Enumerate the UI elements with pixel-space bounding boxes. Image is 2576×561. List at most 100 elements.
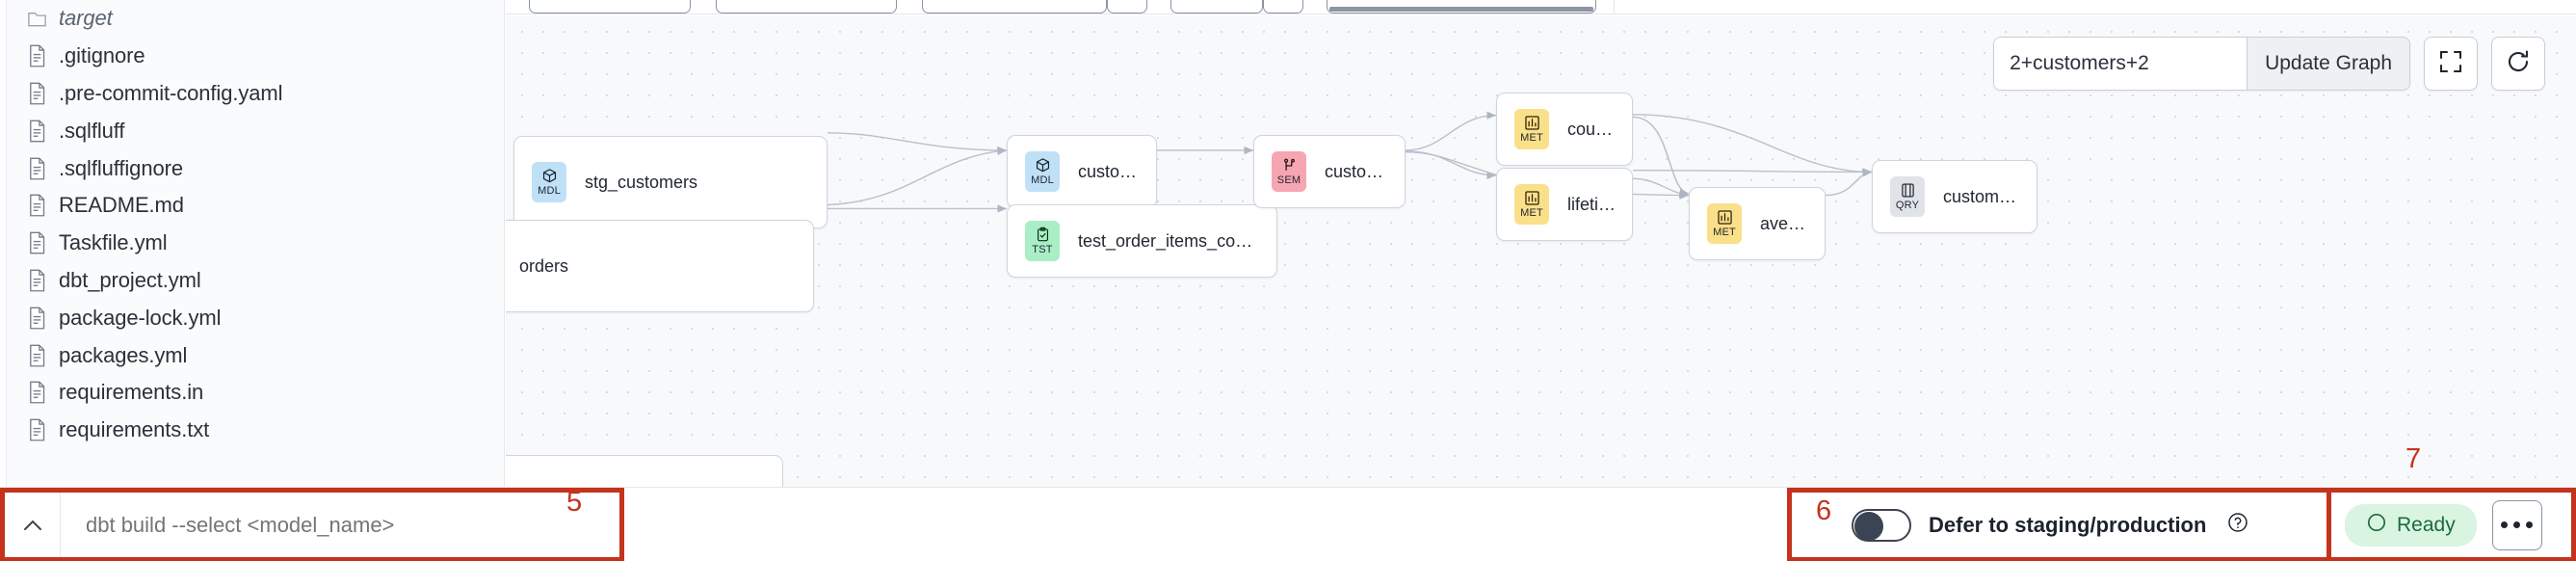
defer-label: Defer to staging/production <box>1929 512 2207 537</box>
saved-query-icon: QRY <box>1890 176 1925 217</box>
bottom-command-bar: Defer to staging/production Ready <box>0 487 2576 561</box>
file-tree-item[interactable]: requirements.txt <box>0 412 504 449</box>
question-circle-icon[interactable] <box>2227 512 2248 538</box>
node-badge-text: TST <box>1032 244 1053 255</box>
node-badge-text: MDL <box>1031 174 1054 186</box>
graph-node-customers_sem[interactable]: SEM customers <box>1253 135 1406 208</box>
test-clipboard-icon: TST <box>1025 221 1060 261</box>
node-badge-text: MET <box>1520 207 1543 219</box>
tab-2[interactable] <box>716 0 897 13</box>
graph-node-label: stg_customers <box>585 172 698 192</box>
metric-bars-icon: MET <box>1514 109 1549 149</box>
tab-1[interactable] <box>529 0 691 13</box>
file-tree-item[interactable]: requirements.in <box>0 374 504 412</box>
graph-node-label: lifetime_spend_pretax <box>1567 194 1617 214</box>
graph-node-orders[interactable]: MDLorders <box>506 220 814 312</box>
defer-toggle[interactable] <box>1852 508 1911 542</box>
file-tree-item-label: .pre-commit-config.yaml <box>59 80 283 105</box>
file-tree-item-label: README.md <box>59 193 184 218</box>
file-tree-item[interactable]: README.md <box>0 187 504 225</box>
metric-bars-icon: MET <box>1707 203 1742 244</box>
file-tree-item[interactable]: packages.yml <box>0 336 504 374</box>
file-tree-item-label: .gitignore <box>59 43 145 68</box>
defer-toggle-knob <box>1854 511 1883 541</box>
graph-node-partial[interactable] <box>506 455 783 487</box>
model-cube-icon: MDL <box>532 162 566 202</box>
graph-node-label: customers <box>1078 161 1141 181</box>
file-icon <box>26 306 48 331</box>
file-tree-item-label: .sqlfluff <box>59 118 125 143</box>
file-icon <box>26 230 48 255</box>
file-tree-item[interactable]: .pre-commit-config.yaml <box>0 75 504 113</box>
model-cube-icon: MDL <box>1025 151 1060 192</box>
command-input-group <box>0 488 624 561</box>
graph-controls: Update Graph <box>1993 37 2545 91</box>
more-options-button[interactable] <box>2491 499 2542 550</box>
file-icon <box>26 119 48 144</box>
file-icon <box>26 193 48 218</box>
graph-node-label: customer_order_metrics <box>1943 186 2021 206</box>
file-list: target .gitignore .pre-commit-config.yaml.… <box>0 0 504 449</box>
file-explorer-panel: target .gitignore .pre-commit-config.yaml.… <box>0 0 505 487</box>
editor-tabstrip <box>506 0 2576 14</box>
file-icon <box>26 81 48 106</box>
graph-node-stg_customers[interactable]: MDL stg_customers <box>513 136 828 228</box>
tab-3[interactable] <box>922 0 1107 13</box>
status-circle-icon <box>2366 512 2387 538</box>
node-badge-text: QRY <box>1895 200 1920 211</box>
file-tree-item[interactable]: dbt_project.yml <box>0 262 504 300</box>
tab-4-close[interactable] <box>1263 0 1303 13</box>
lineage-graph-canvas[interactable]: Update Graph <box>506 15 2576 487</box>
tab-5-active[interactable] <box>1327 0 1596 13</box>
refresh-graph-button[interactable] <box>2491 37 2545 91</box>
file-tree-item[interactable]: package-lock.yml <box>0 299 504 336</box>
lineage-edges <box>813 111 1873 213</box>
graph-node-label: customers <box>1325 161 1389 181</box>
dbt-selector-input[interactable] <box>1994 38 2247 90</box>
tabstrip-divider <box>1614 0 1615 13</box>
file-explorer-rail <box>0 0 7 487</box>
tab-4[interactable] <box>1170 0 1263 13</box>
more-horizontal-icon <box>2501 521 2534 528</box>
expand-fullscreen-icon <box>2438 49 2463 79</box>
chevron-up-icon[interactable] <box>5 493 61 557</box>
file-icon <box>26 156 48 181</box>
semantic-model-icon: SEM <box>1272 151 1306 192</box>
file-tree-item-label: target <box>59 6 113 31</box>
node-badge-text: SEM <box>1276 174 1301 186</box>
file-icon <box>26 343 48 368</box>
file-tree-item-label: package-lock.yml <box>59 305 222 330</box>
graph-node-cust_metrics[interactable]: QRY customer_order_metrics <box>1872 160 2037 233</box>
dbt-command-input[interactable] <box>61 493 619 557</box>
graph-node-test_order[interactable]: TST test_order_items_compute_to_bools… <box>1007 204 1277 278</box>
expand-fullscreen-button[interactable] <box>2424 37 2478 91</box>
node-badge-text: MDL <box>538 185 561 197</box>
defer-setting-group: Defer to staging/production <box>1787 488 2331 561</box>
file-tree-item[interactable]: .sqlfluff <box>0 112 504 149</box>
node-badge-text: MET <box>1713 227 1736 238</box>
file-tree-item[interactable]: .gitignore <box>0 38 504 75</box>
status-badge[interactable]: Ready <box>2345 503 2477 547</box>
file-tree-item-label: requirements.in <box>59 380 204 405</box>
file-tree-item[interactable]: .sqlfluffignore <box>0 149 504 187</box>
graph-node-label: count_lifetime_orders <box>1567 119 1617 139</box>
tab-3-close[interactable] <box>1107 0 1147 13</box>
update-graph-button[interactable]: Update Graph <box>2247 38 2409 90</box>
graph-node-lifetime_spend[interactable]: MET lifetime_spend_pretax <box>1496 168 1633 241</box>
file-tree-item-label: Taskfile.yml <box>59 230 168 255</box>
file-tree-item[interactable]: target <box>0 0 504 38</box>
graph-node-count_orders[interactable]: MET count_lifetime_orders <box>1496 93 1633 166</box>
selector-group: Update Graph <box>1993 37 2410 91</box>
file-icon <box>26 268 48 293</box>
graph-node-label: test_order_items_compute_to_bools… <box>1078 230 1261 251</box>
main-content: Update Graph <box>506 0 2576 487</box>
file-tree-item-label: .sqlfluffignore <box>59 155 183 180</box>
graph-node-label: average_order_value <box>1760 213 1809 233</box>
file-tree-item[interactable]: Taskfile.yml <box>0 225 504 262</box>
graph-node-avg_order[interactable]: MET average_order_value <box>1689 187 1826 260</box>
file-tree-item-label: requirements.txt <box>59 417 210 442</box>
file-tree-item-label: dbt_project.yml <box>59 267 201 292</box>
graph-node-label: orders <box>519 255 569 276</box>
graph-node-customers_mdl[interactable]: MDL customers <box>1007 135 1157 208</box>
